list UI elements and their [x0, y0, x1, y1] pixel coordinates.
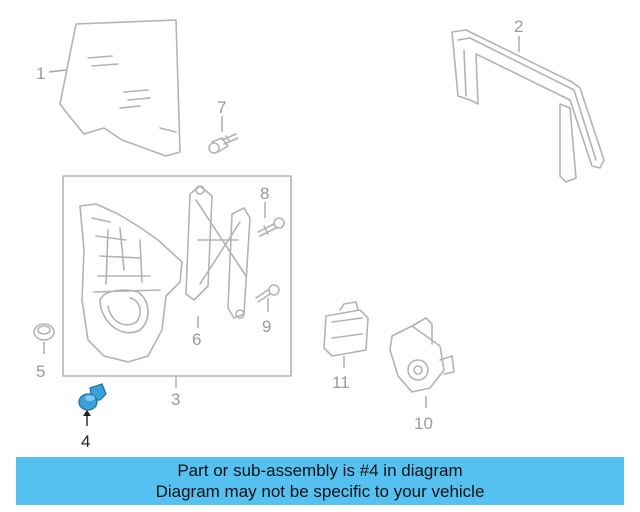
- part-3-assembly-frame: [62, 175, 292, 377]
- callout-6: 6: [192, 330, 201, 349]
- banner-line-2: Diagram may not be specific to your vehi…: [155, 482, 485, 501]
- part-1-door-glass[interactable]: [59, 19, 181, 157]
- callout-7: 7: [217, 98, 226, 117]
- callout-8: 8: [260, 184, 269, 203]
- part-10-motor[interactable]: [389, 317, 455, 393]
- part-5-plug[interactable]: [33, 323, 55, 341]
- callout-2: 2: [514, 17, 523, 36]
- banner-line-1: Part or sub-assembly is #4 in diagram: [177, 461, 463, 480]
- callout-10: 10: [414, 414, 433, 433]
- part-4-clip-highlighted[interactable]: [78, 383, 107, 411]
- callout-4: 4: [81, 432, 90, 451]
- part-2-run-channel[interactable]: [451, 29, 605, 183]
- callout-3: 3: [171, 390, 180, 409]
- callout-5: 5: [36, 362, 45, 381]
- callout-11: 11: [332, 373, 350, 392]
- part-11-control-module[interactable]: [323, 301, 369, 357]
- callout-1: 1: [36, 64, 45, 83]
- part-7-bolt[interactable]: [208, 133, 239, 154]
- callout-9: 9: [262, 317, 271, 336]
- info-banner: Part or sub-assembly is #4 in diagram Di…: [16, 457, 624, 505]
- part-8-screw[interactable]: [257, 217, 285, 237]
- part-6-window-regulator[interactable]: [185, 185, 251, 319]
- part-3-door-module[interactable]: [79, 203, 183, 363]
- part-9-screw[interactable]: [255, 284, 280, 303]
